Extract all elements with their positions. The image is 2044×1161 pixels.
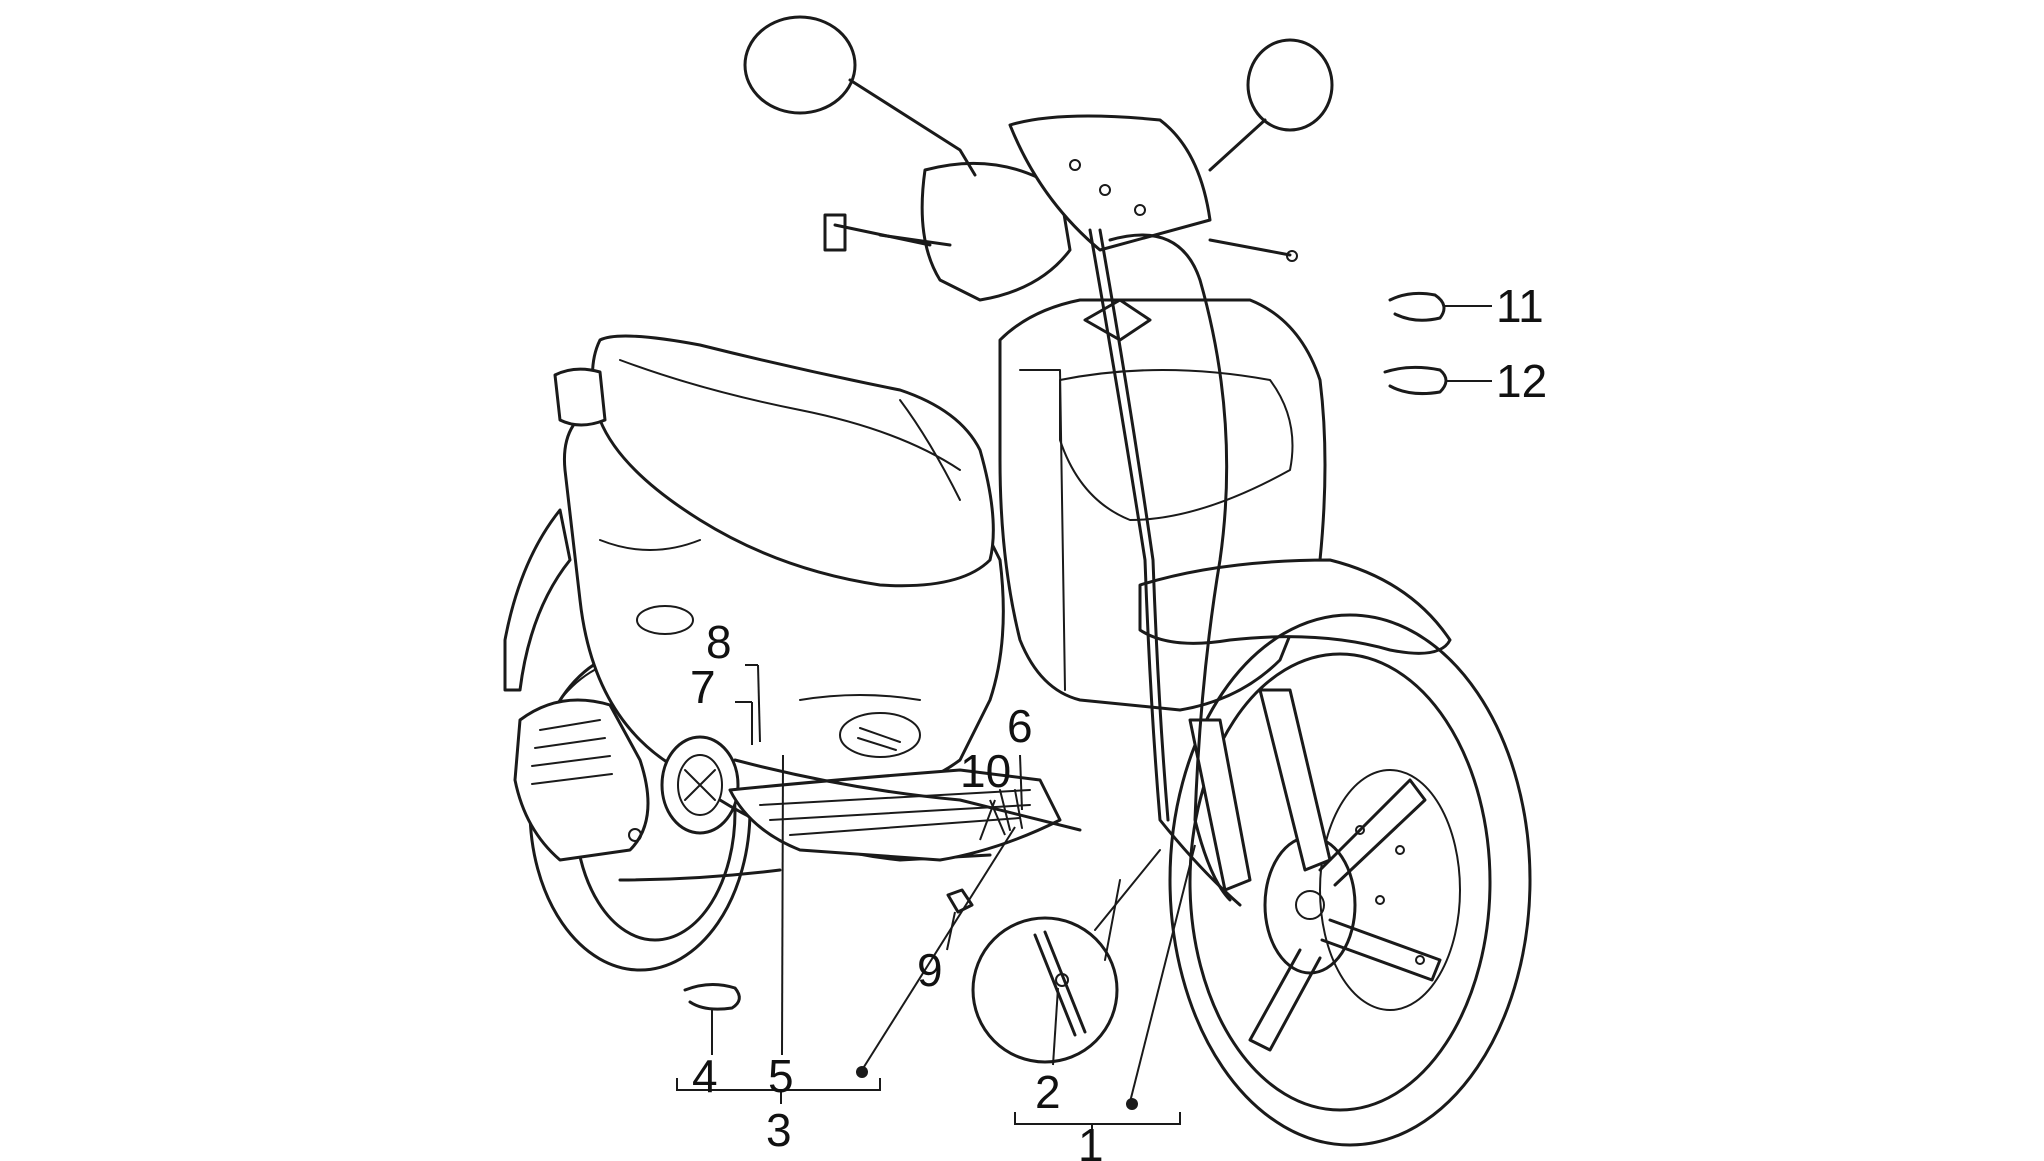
front-fender [1138, 558, 1452, 655]
footboard [728, 768, 1062, 862]
callout-2: 2 [1035, 1066, 1061, 1118]
front-fork [1188, 688, 1332, 892]
callout-4: 4 [692, 1050, 718, 1102]
seat [553, 334, 995, 588]
leader-dots [856, 1066, 1138, 1110]
muffler [513, 698, 650, 862]
callout-5: 5 [768, 1050, 794, 1102]
callouts: 11 12 8 7 6 10 9 4 5 3 2 1 [690, 280, 1547, 1161]
front-wheel [1168, 613, 1532, 1147]
parts-clamp-12 [1383, 365, 1448, 395]
left-mirror [743, 15, 977, 177]
leader-lines [676, 305, 1492, 1134]
cables [733, 228, 1242, 907]
callout-7: 7 [690, 661, 716, 713]
callout-6: 6 [1007, 700, 1033, 752]
callout-8: 8 [706, 616, 732, 668]
rear-fender [503, 508, 572, 692]
parts-clip-9 [946, 888, 974, 914]
handlebar-assembly [823, 114, 1298, 302]
callout-10: 10 [960, 745, 1011, 797]
callout-3: 3 [766, 1104, 792, 1156]
callout-9: 9 [917, 944, 943, 996]
leg-shield [998, 298, 1327, 712]
callout-12: 12 [1496, 355, 1547, 407]
right-mirror [1208, 38, 1334, 172]
callout-1: 1 [1078, 1119, 1104, 1161]
parts-clamp-11 [1388, 291, 1446, 322]
parts-clamp-4 [683, 983, 741, 1011]
detail-inset [971, 849, 1161, 1064]
callout-11: 11 [1496, 280, 1544, 332]
